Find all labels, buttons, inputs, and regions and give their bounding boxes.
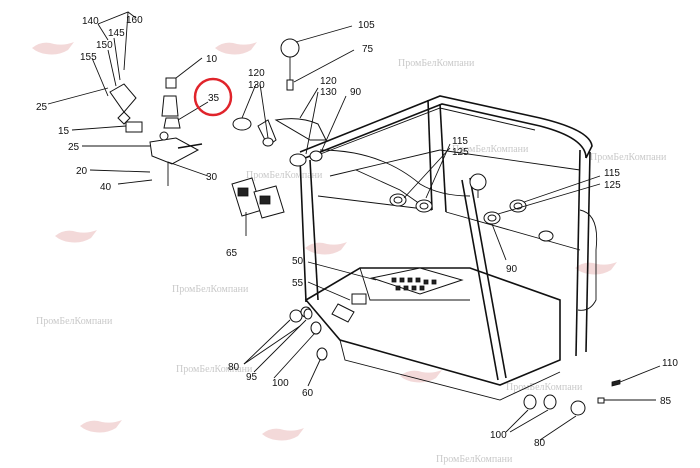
watermark-logo-icon [305,242,347,255]
leader-lines [47,11,661,441]
callout-110: 110 [662,358,678,369]
bracket-55 [331,293,367,323]
callout-100-left: 100 [272,378,289,389]
callout-150: 150 [96,40,113,51]
watermark-text: ПромБелКомпани [172,284,249,295]
callout-130-left: 130 [248,80,265,91]
switch-panel-65 [231,177,285,219]
watermark-text: ПромБелКомпани [590,152,667,163]
watermark-text: ПромБелКомпани [36,316,113,327]
floor-panel-50 [370,267,464,295]
watermark-logo-icon [32,42,74,55]
watermark-text: ПромБелКомпани [436,454,513,465]
callout-25-top: 25 [36,102,48,113]
rotary-knob-assembly [109,77,203,165]
watermark-logo-icon [262,428,304,441]
callout-65: 65 [226,248,238,259]
callout-25-mid: 25 [68,142,80,153]
callout-10: 10 [206,54,218,65]
callout-85: 85 [660,396,672,407]
callout-160: 160 [126,15,143,26]
mirror-120-left [232,117,277,147]
watermark-text: ПромБелКомпани [246,170,323,181]
watermark-text: ПромБелКомпани [176,364,253,375]
callout-90-top: 90 [350,87,362,98]
callout-140: 140 [82,16,99,27]
callout-100-right: 100 [490,430,507,441]
lamp-80-right [523,379,621,416]
callout-80-right: 80 [534,438,546,449]
beacon-lamp [469,173,487,198]
watermark-logo-icon [400,370,442,383]
callout-30: 30 [206,172,218,183]
callout-20: 20 [76,166,88,177]
callout-55: 55 [292,278,304,289]
callout-155: 155 [80,52,97,63]
mirror-120-right [274,118,327,167]
watermark-text: ПромБелКомпани [398,58,475,69]
cab-light-left [389,193,433,213]
cab-light-right [483,199,554,242]
callout-145: 145 [108,28,125,39]
callout-35: 35 [208,93,220,104]
watermark-logo-icon [215,42,257,55]
callout-80-left: 80 [228,362,240,373]
callout-40: 40 [100,182,112,193]
callout-130-right: 130 [320,87,337,98]
callout-125-right: 125 [604,180,621,191]
lamp-80-left [289,306,328,361]
watermark-group: ПромБелКомпани ПромБелКомпани ПромБелКом… [32,42,667,465]
callout-115-right: 115 [604,168,620,179]
callout-75: 75 [362,44,374,55]
callout-115-left: 115 [452,136,468,147]
callout-60: 60 [302,388,314,399]
cab-frame [299,95,598,401]
callout-120-right: 120 [320,76,337,87]
watermark-logo-icon [80,420,122,433]
callout-90-bottom: 90 [506,264,518,275]
watermark-text: ПромБелКомпани [506,382,583,393]
callout-50: 50 [292,256,304,267]
watermark-text: ПромБелКомпани [452,144,529,155]
callout-125-left: 125 [452,147,469,158]
beacon-105 [280,38,300,91]
callout-120-left: 120 [248,68,265,79]
callout-15: 15 [58,126,70,137]
watermark-logo-icon [55,230,97,243]
callout-105: 105 [358,20,375,31]
callout-labels: 140 160 145 150 155 25 15 25 20 40 30 10… [36,15,678,449]
highlight-circle [193,77,233,117]
callout-95: 95 [246,372,258,383]
